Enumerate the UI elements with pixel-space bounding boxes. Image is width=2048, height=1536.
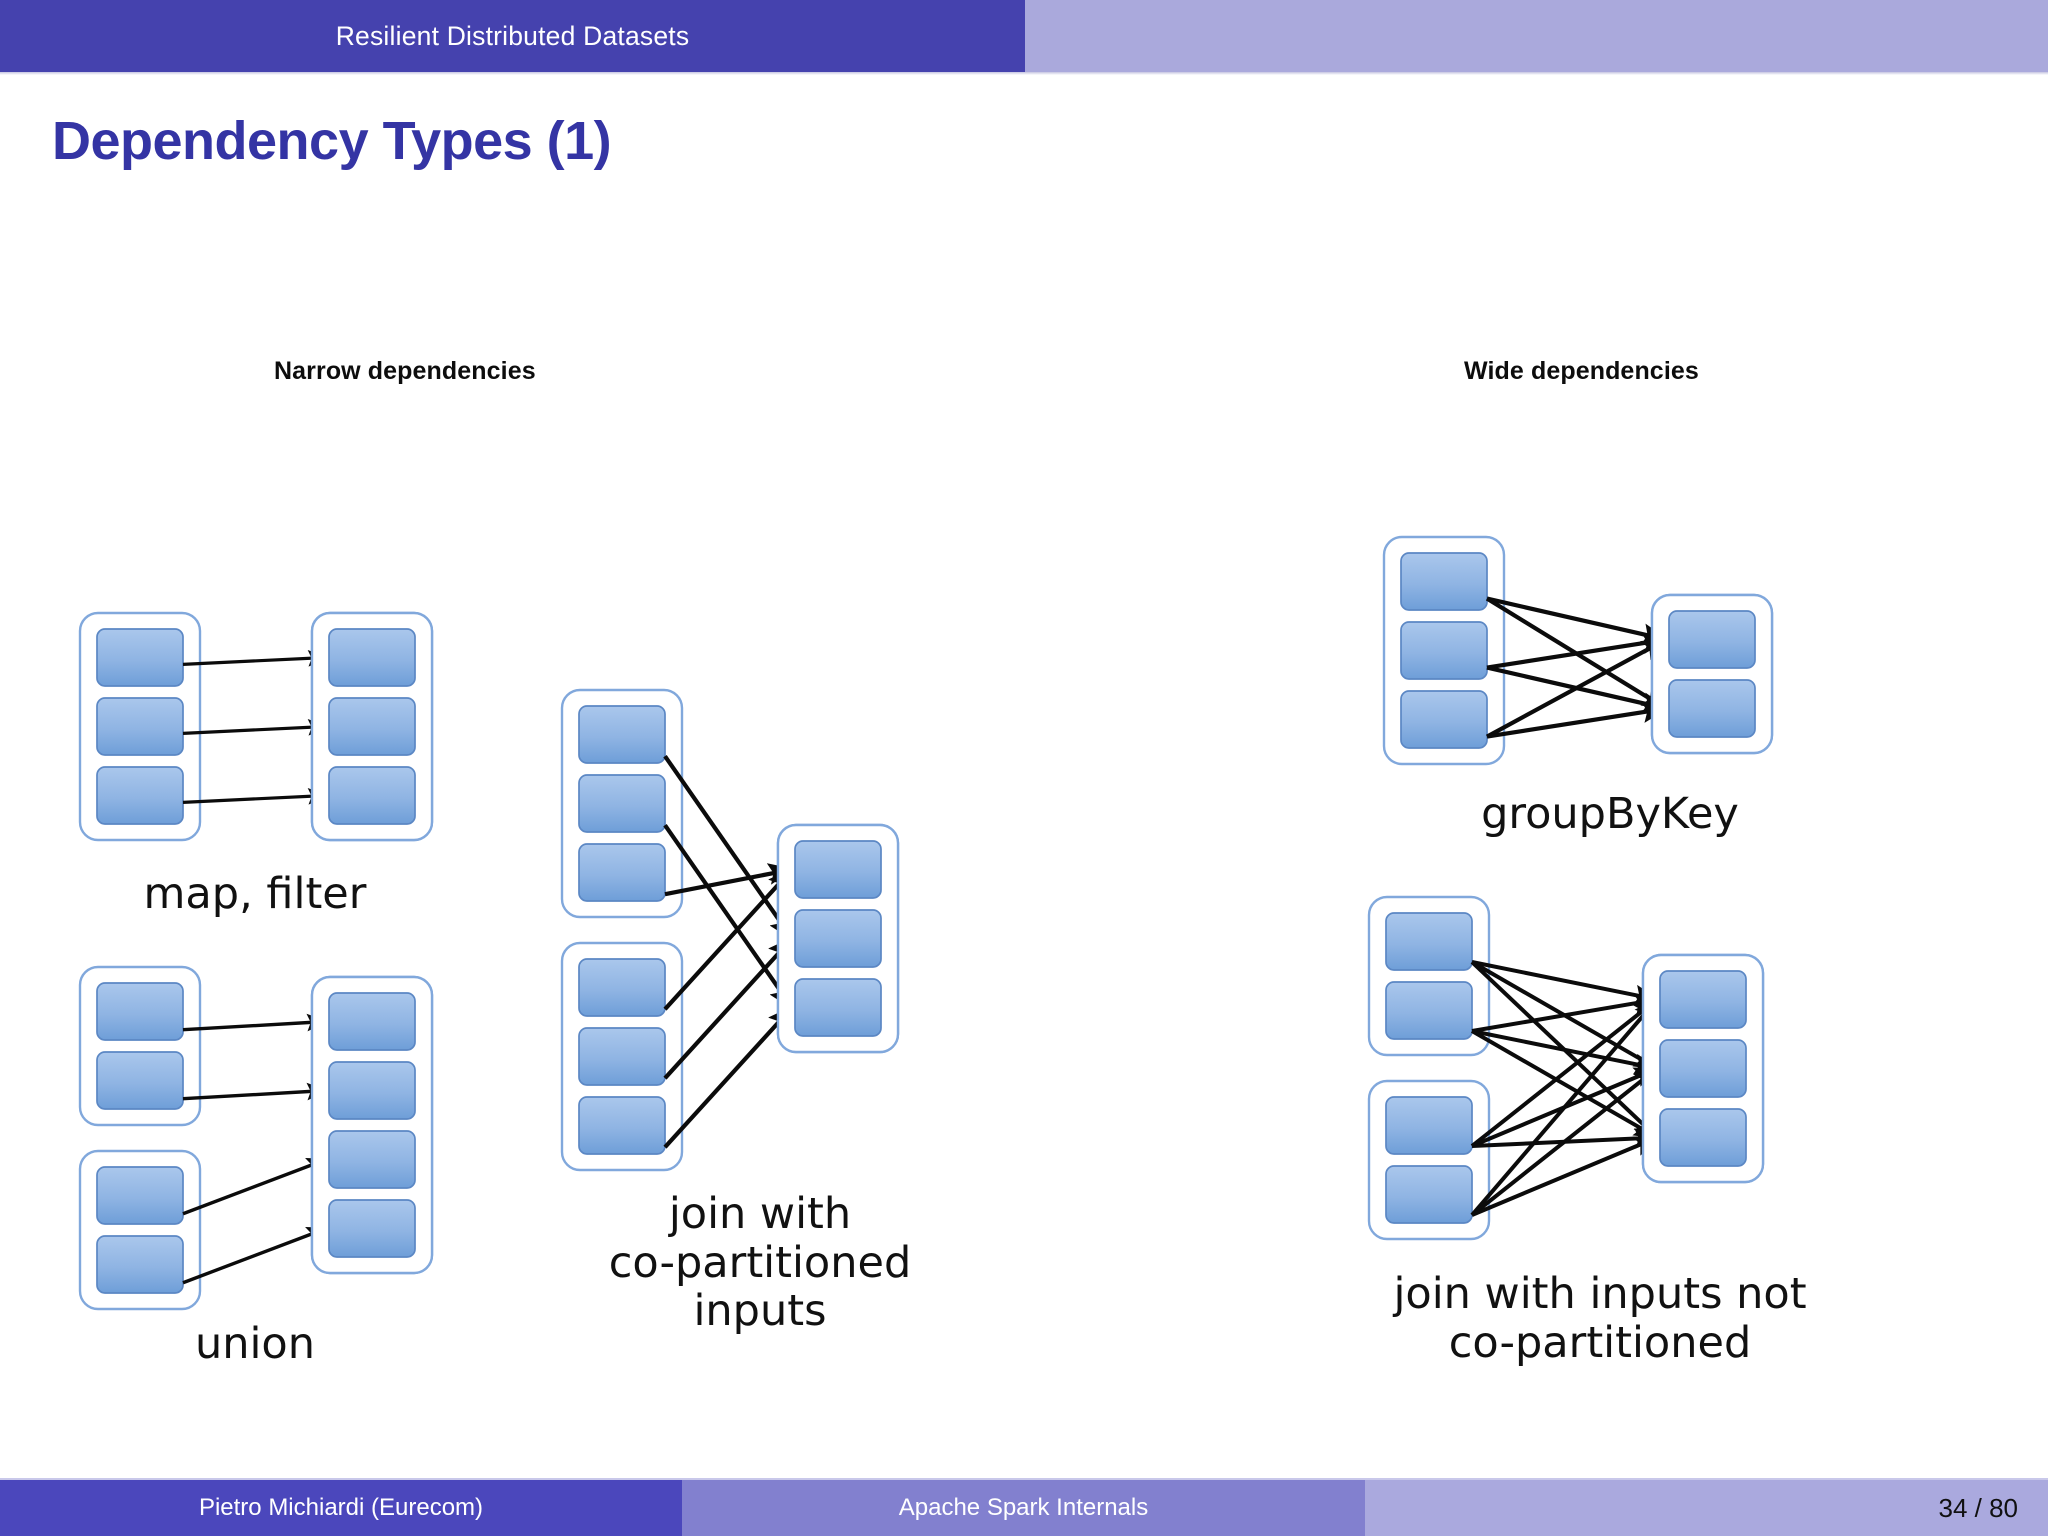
diagram-map-filter [78,611,434,842]
caption-union: union [194,1319,315,1369]
narrow-dependencies-label: Narrow dependencies [274,357,536,385]
slide-header-left-band [0,0,1025,72]
footer-subject: Apache Spark Internals [898,1494,1149,1521]
footer-page-segment: 34 / 80 [1365,1480,2048,1536]
footer-author: Pietro Michiardi (Eurecom) [198,1494,484,1521]
diagram-group-by-key [1382,535,1774,766]
header-shadow [0,72,2048,75]
wide-dependencies-label: Wide dependencies [1464,357,1699,385]
page-title: Dependency Types (1) [52,111,612,171]
caption-join-co-partitioned: join with co-partitioned inputs [608,1189,912,1337]
slide-footer: Pietro Michiardi (Eurecom) Apache Spark … [0,1480,2048,1536]
diagram-join-co-partitioned [560,688,900,1172]
slide-header-bar: Resilient Distributed Datasets [0,0,2048,72]
diagram-join-not-co-partitioned [1367,895,1765,1241]
caption-join-not-co-partitioned: join with inputs not co-partitioned [1393,1269,1807,1368]
footer-page-number: 34 / 80 [1938,1492,2018,1523]
caption-map-filter: map, filter [143,869,367,919]
slide-header-title: Resilient Distributed Datasets [335,20,690,51]
footer-divider [0,1478,2048,1480]
diagram-union [78,965,434,1311]
footer-subject-segment: Apache Spark Internals [682,1480,1365,1536]
footer-author-segment: Pietro Michiardi (Eurecom) [0,1480,682,1536]
caption-group-by-key: groupByKey [1481,789,1739,839]
